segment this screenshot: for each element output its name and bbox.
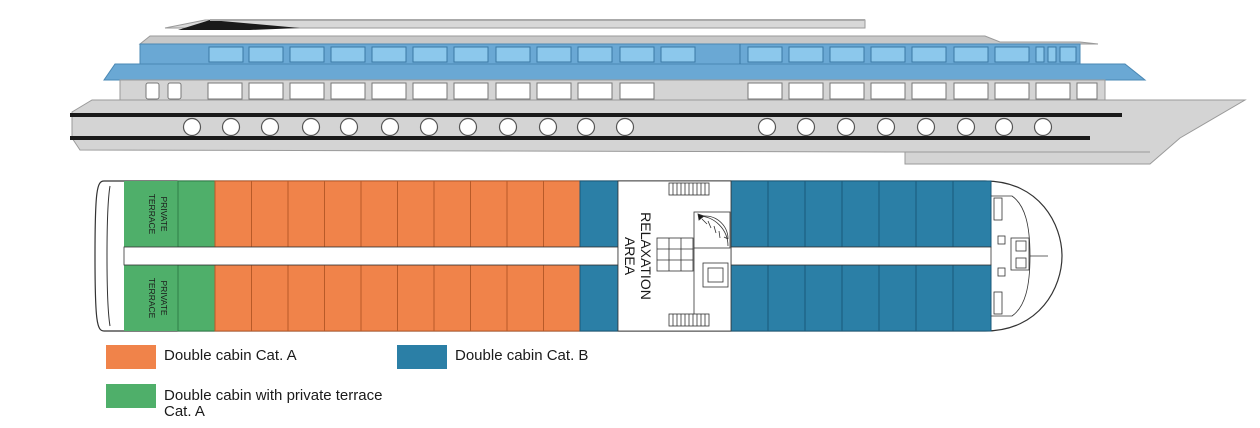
upper-windows bbox=[208, 46, 1077, 63]
cabin-cat-a bbox=[433, 264, 471, 332]
cat-a-cabins bbox=[214, 180, 581, 332]
cabin-cat-b bbox=[767, 264, 806, 332]
cabin-cat-a bbox=[506, 180, 544, 248]
cabin-cat-a bbox=[287, 264, 325, 332]
cabin-cat-a bbox=[543, 264, 581, 332]
legend-cat-b: Double cabin Cat. B bbox=[397, 345, 588, 369]
portholes bbox=[182, 117, 1053, 137]
stair-grate-top bbox=[668, 182, 710, 196]
cabin-cat-b bbox=[730, 264, 769, 332]
grid-table bbox=[656, 237, 694, 272]
ship-side-profile bbox=[70, 19, 1247, 165]
terrace-label-bottom-line1: PRIVATE bbox=[159, 280, 169, 315]
cabin-cat-a bbox=[433, 180, 471, 248]
cabin-cat-b bbox=[767, 180, 806, 248]
cabin-cat-a bbox=[251, 180, 289, 248]
promenade-deck bbox=[103, 63, 1147, 81]
legend-terrace: Double cabin with private terrace Cat. A bbox=[106, 384, 382, 420]
cabin-cat-b bbox=[915, 264, 954, 332]
relaxation-label-line1: RELAXATION bbox=[638, 212, 654, 300]
hull bbox=[71, 99, 1247, 165]
ship-deck-plan-diagram: PRIVATE TERRACE PRIVATE TERRACE bbox=[70, 19, 1247, 332]
legend-label-terrace: Double cabin with private terrace Cat. A bbox=[164, 388, 382, 420]
cabin-cat-a bbox=[324, 264, 362, 332]
terrace-label-top-line2: TERRACE bbox=[147, 194, 157, 235]
terrace-cabins: PRIVATE TERRACE PRIVATE TERRACE bbox=[124, 180, 216, 332]
terrace-cabin-top-room bbox=[177, 180, 216, 248]
cabin-cat-a bbox=[360, 264, 398, 332]
terrace-label-top-line1: PRIVATE bbox=[159, 196, 169, 231]
legend-label-cat-a: Double cabin Cat. A bbox=[164, 347, 297, 364]
cabin-cat-b bbox=[804, 180, 843, 248]
cabin-cat-a bbox=[251, 264, 289, 332]
cabin-cat-a bbox=[324, 180, 362, 248]
cabin-cat-b bbox=[841, 264, 880, 332]
service-box bbox=[702, 262, 729, 288]
cabin-cat-a bbox=[397, 180, 435, 248]
mast-stripe bbox=[178, 20, 300, 30]
cabin-cat-a bbox=[360, 180, 398, 248]
cabin-cat-b bbox=[952, 264, 992, 332]
legend-cat-a: Double cabin Cat. A bbox=[106, 345, 297, 369]
legend-swatch-cat-a bbox=[106, 345, 156, 369]
relaxation-label-line2: AREA bbox=[622, 237, 638, 276]
stair-grate-bottom bbox=[668, 313, 710, 327]
deck-plan-top-view: PRIVATE TERRACE PRIVATE TERRACE bbox=[94, 180, 1063, 332]
cabin-cat-b bbox=[579, 180, 619, 248]
legend-label-terrace-line2: Cat. A bbox=[164, 403, 205, 420]
cabin-cat-a bbox=[470, 264, 508, 332]
cabin-cat-b bbox=[841, 180, 880, 248]
bow-area bbox=[991, 195, 1048, 317]
cabin-cat-a bbox=[506, 264, 544, 332]
cabin-cat-a bbox=[287, 180, 325, 248]
legend-label-terrace-line1: Double cabin with private terrace bbox=[164, 387, 383, 404]
cabin-cat-b bbox=[730, 180, 769, 248]
cabin-cat-b bbox=[804, 264, 843, 332]
cabin-cat-b bbox=[915, 180, 954, 248]
corridor bbox=[123, 246, 619, 266]
spiral-staircase bbox=[693, 211, 731, 249]
cabin-cat-a bbox=[470, 180, 508, 248]
legend-label-cat-b: Double cabin Cat. B bbox=[455, 347, 589, 364]
relaxation-area: RELAXATION AREA bbox=[617, 180, 732, 332]
terrace-cabin-bottom-room bbox=[177, 264, 216, 332]
sun-deck-canopy bbox=[138, 35, 1099, 45]
cabin-cat-a bbox=[214, 180, 252, 248]
main-deck-windows bbox=[145, 82, 1098, 100]
cabin-cat-b bbox=[878, 264, 917, 332]
terrace-label-bottom-line2: TERRACE bbox=[147, 278, 157, 319]
legend-swatch-cat-b bbox=[397, 345, 447, 369]
legend-swatch-terrace bbox=[106, 384, 156, 408]
cabin-cat-b bbox=[579, 264, 619, 332]
corridor-fore bbox=[730, 246, 992, 266]
terrace-cabin-bottom-terrace bbox=[124, 265, 178, 331]
cabin-cat-b bbox=[952, 180, 992, 248]
cabin-cat-a bbox=[543, 180, 581, 248]
cabin-cat-a bbox=[214, 264, 252, 332]
terrace-cabin-top-terrace bbox=[124, 181, 178, 247]
cabin-cat-a bbox=[397, 264, 435, 332]
cabin-cat-b bbox=[878, 180, 917, 248]
